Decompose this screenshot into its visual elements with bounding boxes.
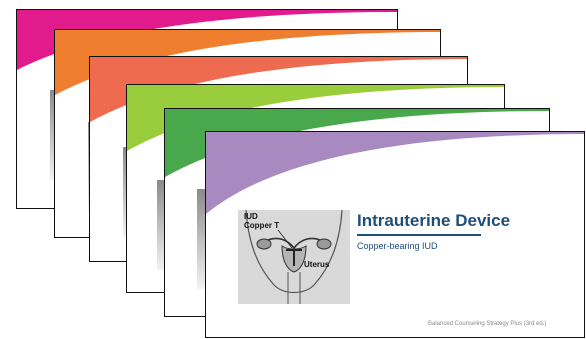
slide-image-placeholder	[197, 189, 205, 289]
slide-thumbnail-front[interactable]: IUD Copper T Uterus Intrauterine Device …	[205, 131, 585, 338]
slide-title: Intrauterine Device	[357, 211, 510, 231]
iud-label: IUD	[244, 212, 258, 221]
slide-footer: Balanced Counseling Strategy Plus (3rd e…	[428, 321, 546, 327]
copper-t-label: Copper T	[244, 221, 279, 230]
iud-illustration: IUD Copper T Uterus	[238, 210, 350, 304]
accent-band	[206, 132, 585, 214]
slide-subtitle: Copper-bearing IUD	[357, 241, 438, 251]
title-underline	[357, 234, 481, 236]
accent-band-shape	[206, 132, 585, 214]
uterus-label: Uterus	[304, 260, 329, 269]
